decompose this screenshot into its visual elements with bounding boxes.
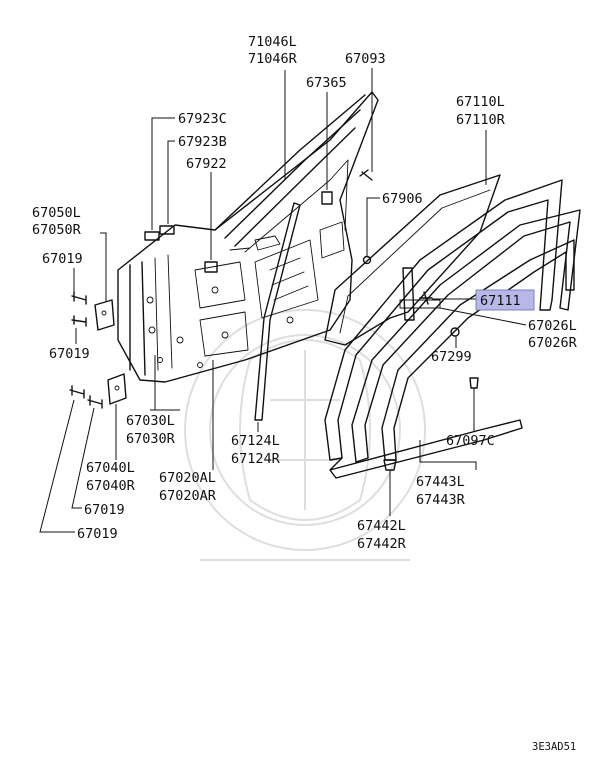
- label-67019-c: 67019: [84, 502, 125, 518]
- leader-lines: [39, 68, 527, 533]
- label-67040-r: 67040R: [86, 478, 136, 494]
- label-67110-l: 67110L: [456, 94, 505, 110]
- label-67097c: 67097C: [446, 433, 495, 449]
- label-67922: 67922: [186, 156, 227, 172]
- highlight-67111: [475, 289, 535, 311]
- label-67093: 67093: [345, 51, 386, 67]
- label-67026-l: 67026L: [528, 318, 577, 334]
- door-shell: [117, 91, 379, 383]
- diagram-code: 3E3AD51: [532, 741, 576, 753]
- label-67923b: 67923B: [178, 134, 227, 150]
- watermark-emblem: [184, 309, 426, 561]
- label-67923c: 67923C: [178, 111, 227, 127]
- label-71046-r: 71046R: [248, 51, 298, 67]
- label-67443-l: 67443L: [416, 474, 465, 490]
- label-67019-b: 67019: [49, 346, 90, 362]
- label-67442-l: 67442L: [357, 518, 406, 534]
- part-labels: 71046L 71046R 67093 67365 67110L 67110R …: [32, 34, 578, 753]
- label-67299: 67299: [431, 349, 472, 365]
- label-67124-l: 67124L: [231, 433, 280, 449]
- label-67111: 67111: [480, 293, 521, 309]
- label-67019-a: 67019: [42, 251, 83, 267]
- label-67030-l: 67030L: [126, 413, 175, 429]
- label-67906: 67906: [382, 191, 423, 207]
- label-67040-l: 67040L: [86, 460, 135, 476]
- label-67026-r: 67026R: [528, 335, 578, 351]
- label-67020-al: 67020AL: [159, 470, 216, 486]
- label-67020-ar: 67020AR: [159, 488, 217, 504]
- label-67030-r: 67030R: [126, 431, 176, 447]
- division-channel: [254, 202, 301, 421]
- label-67050-r: 67050R: [32, 222, 82, 238]
- label-67050-l: 67050L: [32, 205, 81, 221]
- label-67443-r: 67443R: [416, 492, 466, 508]
- label-67110-r: 67110R: [456, 112, 506, 128]
- glass-run-channels: [324, 179, 581, 479]
- label-67019-d: 67019: [77, 526, 118, 542]
- label-67365: 67365: [306, 75, 347, 91]
- label-67442-r: 67442R: [357, 536, 407, 552]
- label-67124-r: 67124R: [231, 451, 281, 467]
- label-71046-l: 71046L: [248, 34, 297, 50]
